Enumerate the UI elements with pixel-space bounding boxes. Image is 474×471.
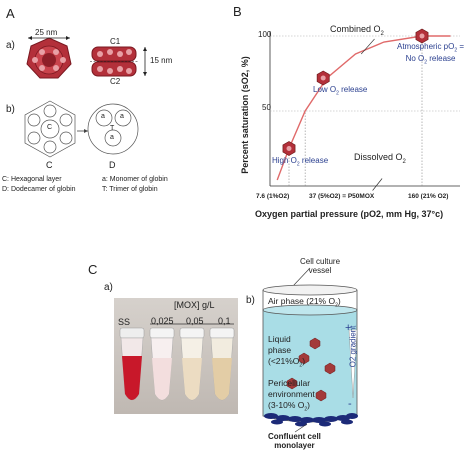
mox-concentration-label: [MOX] g/L [174,300,215,310]
tube-0-05 [179,327,205,401]
hexagonal-layer-schematic [24,100,76,158]
monomer-letter: a [120,113,124,120]
legend-trimer: T: Trimer of globin [102,186,158,193]
tube-0-1 [209,327,235,401]
mox-molecules [286,337,336,402]
molecule-marker-core-2 [419,33,425,39]
tube-photo [114,298,238,414]
monomer-letter: a [110,134,114,141]
molecule-marker-core-1 [320,75,326,81]
y-tick-100: 100 [258,30,272,39]
tube-ss [119,327,145,401]
oxygen-saturation-chart [269,28,460,191]
legend-hexagonal-layer: C: Hexagonal layer [2,176,62,183]
air-phase-label: Air phase (21% O2) [268,296,341,309]
culture-vessel-diagram [262,267,358,433]
trimer-letter: T [110,125,115,132]
c2-label: C2 [110,77,121,86]
panel-a-sub-b: b) [6,104,15,115]
panel-a-letter: A [6,6,15,21]
tube-label-ss: SS [118,317,131,327]
dodecamer-schematic [87,103,139,155]
panel-c-sub-a: a) [104,282,113,293]
tube-0-025 [149,327,175,401]
molecule-top-view [26,37,72,79]
panel-b-letter: B [233,4,242,19]
molecule-marker-core-0 [286,146,292,151]
tube-label-0-025: 0,025 [151,316,174,326]
gradient-minus: - [348,398,352,410]
monomer-letter: a [101,113,105,120]
panel-a-sub-a: a) [6,40,15,51]
tube-label-0-1: 0,1 [218,316,231,326]
tube-label-0-05: 0,05 [186,316,204,326]
annotation-high-o2: High O2 release [272,156,329,168]
combined-pointer [360,38,375,55]
dissolved-arrow [372,178,383,191]
hex-center-letter: C [47,124,53,131]
panel-c-sub-b: b) [246,295,255,306]
dim-width-label: 25 nm [35,28,58,37]
label-c: C [46,160,53,170]
annotation-combined-o2: Combined O2 [330,24,384,37]
panel-c-letter: C [88,262,98,277]
chart-y-axis-label: Percent saturation (sO2, %) [240,56,250,174]
x-tick-37: 37 (5%O2) = P50MOX [309,193,375,200]
chart-x-axis-label: Oxygen partial pressure (pO2, mm Hg, 37°… [255,209,444,219]
tube-photo-drawing [119,323,235,401]
x-tick-7-6: 7.6 (1%O2) [256,193,290,200]
molecule-side-view [90,46,138,77]
annotation-low-o2: Low O2 release [313,85,368,97]
annotation-dissolved-o2: Dissolved O2 [354,152,406,165]
y-tick-50: 50 [262,103,271,112]
legend-monomer: a: Monomer of globin [102,176,168,183]
annotation-atmospheric: Atmospheric pO2 = No O2 release [397,42,465,66]
c1-label: C1 [110,37,121,46]
legend-dodecamer: D: Dodecamer of globin [2,186,76,193]
x-tick-160: 160 (21% O2) [408,193,449,200]
confluent-cells [264,413,358,427]
gradient-plus: + [345,322,352,334]
label-d: D [109,160,116,170]
panel-a-illustration [24,36,147,158]
dim-height-label: 15 nm [150,56,173,65]
